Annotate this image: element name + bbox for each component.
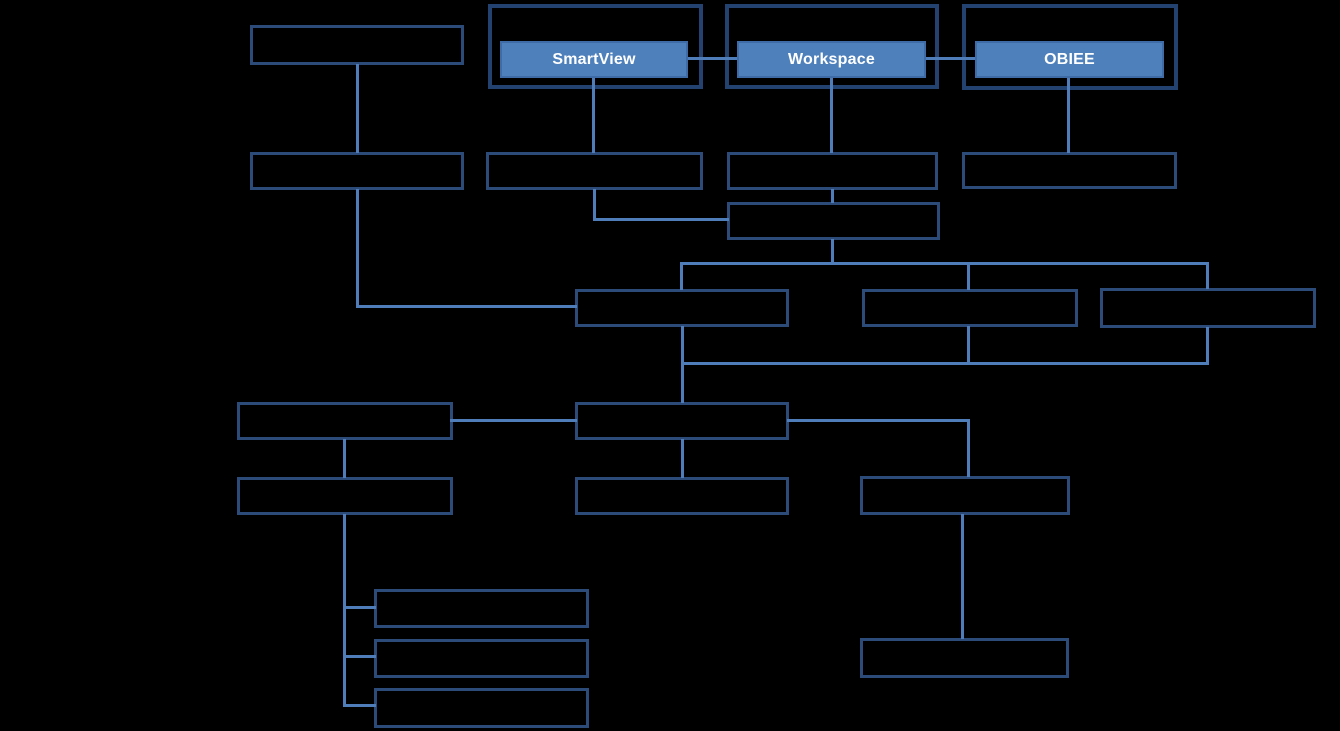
connector-line — [593, 189, 596, 221]
box-list-item-3 — [374, 688, 589, 728]
connector-line — [343, 514, 346, 707]
node-smartview-label: SmartView — [552, 50, 636, 68]
box-bottom-right — [860, 638, 1069, 678]
box-workspace-sub — [727, 202, 940, 240]
node-workspace: Workspace — [737, 41, 926, 78]
connector-line — [356, 305, 577, 308]
connector-line — [343, 655, 376, 658]
connector-line — [830, 77, 833, 153]
node-smartview: SmartView — [500, 41, 688, 78]
box-level4-left — [237, 402, 453, 440]
box-under-smartview — [486, 152, 703, 190]
connector-line — [961, 514, 964, 639]
connector-line — [681, 439, 684, 478]
box-level5-right — [860, 476, 1070, 515]
box-under-workspace — [727, 152, 938, 190]
connector-line — [831, 239, 834, 265]
box-list-item-1 — [374, 589, 589, 628]
connector-line — [356, 64, 359, 153]
connector-line — [967, 326, 970, 364]
connector-line — [680, 262, 683, 290]
node-obiee: OBIEE — [975, 41, 1164, 78]
connector-line — [592, 77, 595, 153]
connector-line — [967, 419, 970, 477]
box-level3-middle — [862, 289, 1078, 327]
connector-workspace-obiee — [925, 57, 976, 60]
connector-line — [831, 189, 834, 203]
connector-bus-2 — [681, 362, 1209, 365]
connector-line — [343, 606, 376, 609]
connector-line — [356, 189, 359, 308]
box-list-item-2 — [374, 639, 589, 678]
node-obiee-label: OBIEE — [1044, 50, 1095, 68]
box-level3-left — [575, 289, 789, 327]
box-level3-right — [1100, 288, 1316, 328]
connector-line — [343, 439, 346, 478]
connector-line — [787, 419, 970, 422]
box-under-topleft — [250, 152, 464, 190]
box-level5-left — [237, 477, 453, 515]
box-top-left — [250, 25, 464, 65]
connector-line — [967, 262, 970, 290]
connector-line — [1206, 262, 1209, 289]
connector-smartview-workspace — [688, 57, 738, 60]
box-level5-middle — [575, 477, 789, 515]
node-workspace-label: Workspace — [788, 50, 875, 68]
connector-line — [1206, 327, 1209, 364]
box-level4-middle — [575, 402, 789, 440]
connector-bus-1 — [680, 262, 1209, 265]
connector-line — [681, 326, 684, 403]
connector-line — [593, 218, 729, 221]
connector-line — [1067, 77, 1070, 153]
connector-line — [343, 704, 376, 707]
connector-line — [450, 419, 577, 422]
box-under-obiee — [962, 152, 1177, 189]
